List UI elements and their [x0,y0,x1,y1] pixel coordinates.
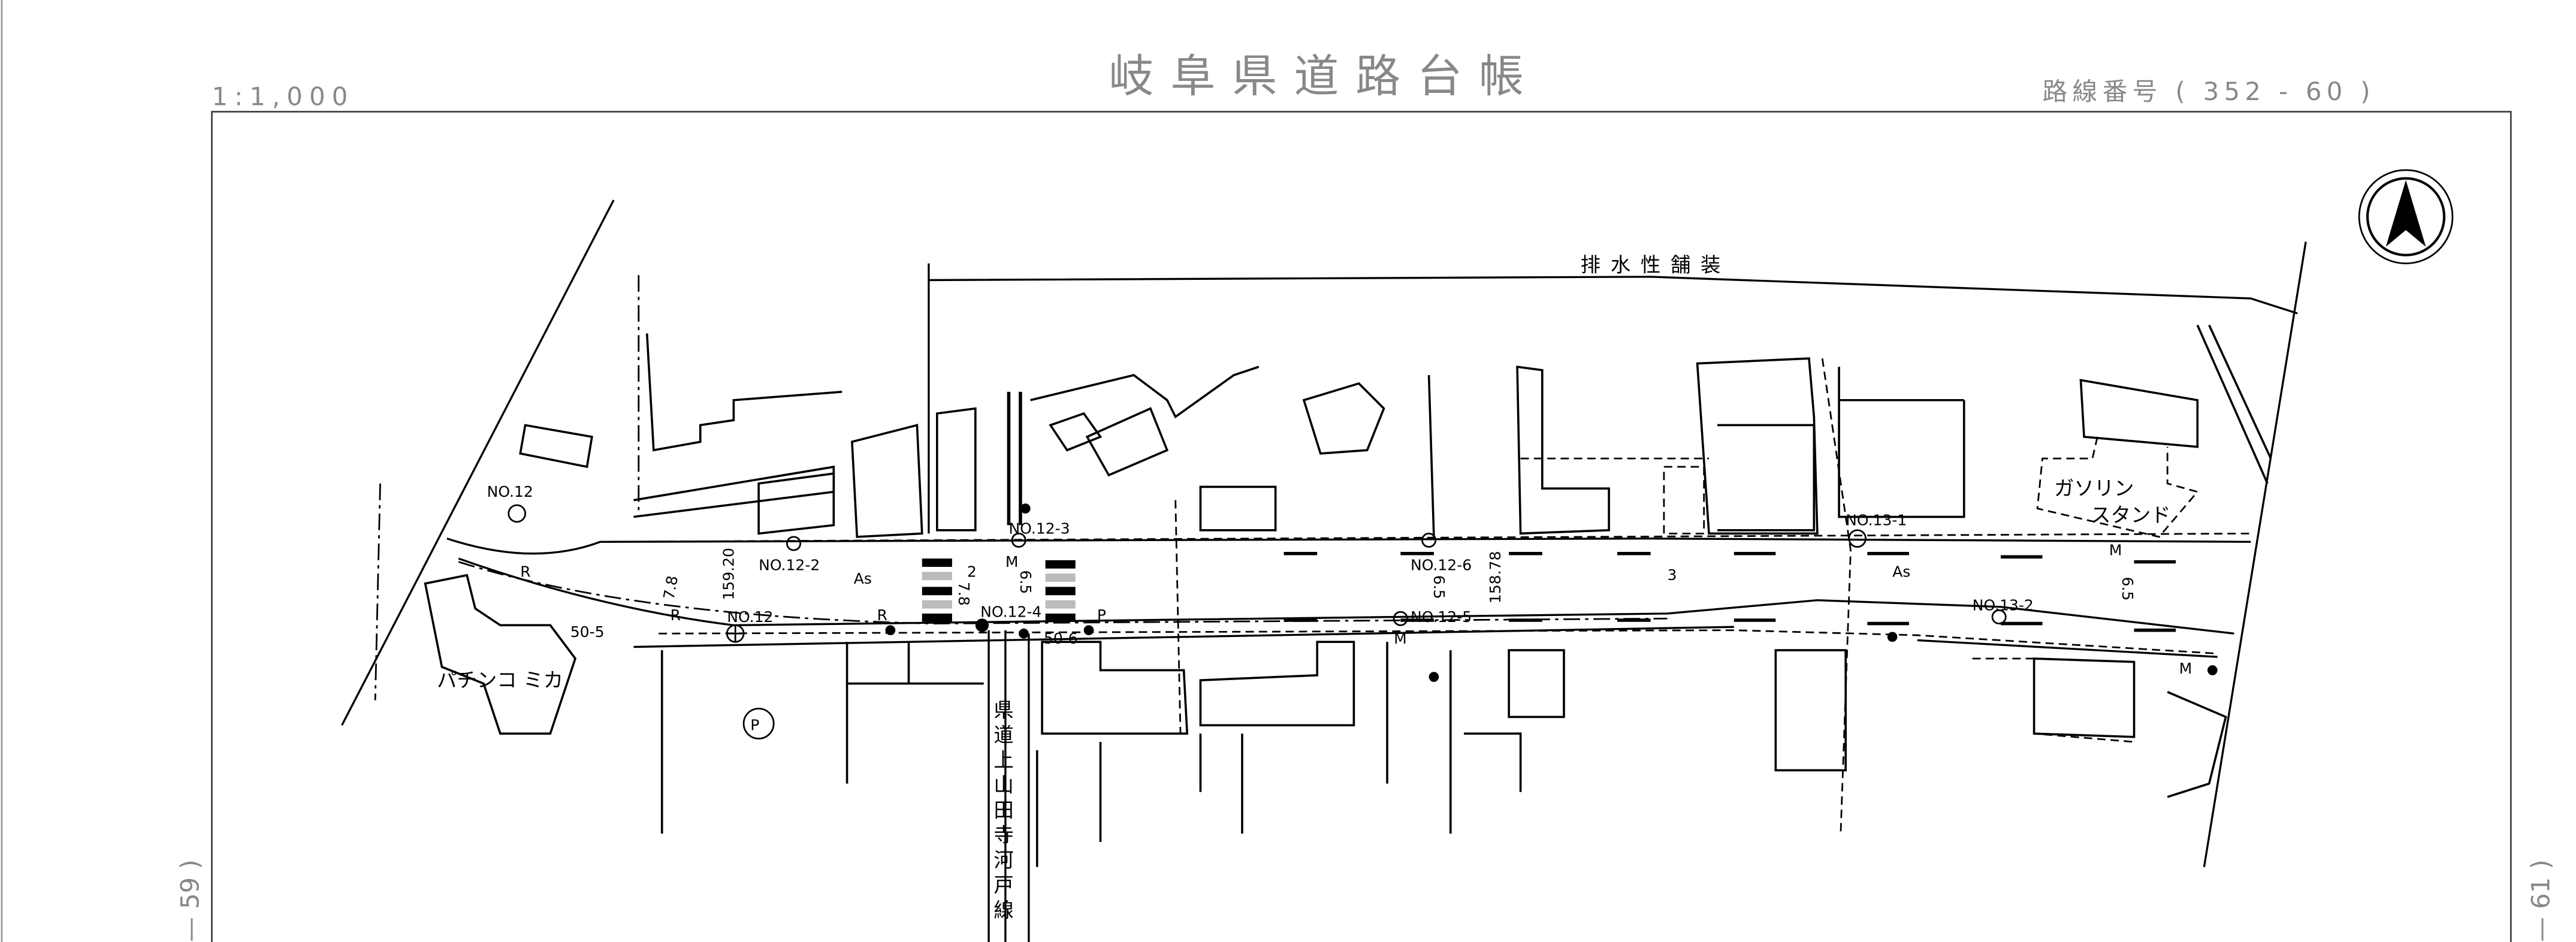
svg-text:上: 上 [993,748,1013,772]
svg-text:県: 県 [993,698,1013,721]
svg-text:戸: 戸 [993,874,1013,897]
station-no12-5: NO.12-5 [1411,608,1472,626]
width-dimension: 6.5 [1430,575,1448,599]
svg-text:田: 田 [993,798,1013,822]
station-no12-3: NO.12-3 [1008,520,1070,537]
surface-asphalt: As [1892,563,1910,581]
sheet-point-2: 2 [967,563,977,581]
route-number: 路線番号 ( 352 - 60 ) [2042,77,2375,106]
width-dimension: 6.5 [1017,570,1034,594]
page-title: 岐阜県道路台帳 [1109,50,1541,102]
retaining-wall-symbol: R [520,563,530,581]
boundary-line [341,200,615,726]
parking-symbol [742,708,775,739]
buildings-north [519,324,2272,538]
svg-text:道: 道 [993,723,1013,747]
sheet-right-label: — 61 ) [2526,859,2555,942]
manhole-symbol: M [2109,542,2122,559]
svg-text:山: 山 [993,774,1013,797]
main-road [446,532,2251,658]
pole-symbol: P [1097,606,1106,624]
elevation-dimension: 158.78 [1487,551,1504,604]
pavement-note: 排水性舗装 [1581,253,1731,277]
svg-text:河: 河 [993,849,1013,872]
station-no13-2: NO.13-2 [1973,596,2034,614]
manhole-symbol: M [1394,630,1407,647]
benchmark-50-5: 50-5 [570,623,605,641]
pachinko-label: パチンコ ミカ [437,668,563,692]
survey-markers: P [508,503,2218,739]
station-no13-1: NO.13-1 [1846,511,1907,529]
map-frame [211,111,2512,942]
benchmark-50-6: 50-6 [1044,630,1078,647]
width-dimension: 6.5 [2119,577,2136,601]
cross-road [987,358,1852,942]
svg-text:線: 線 [993,898,1013,922]
boundary-line [374,275,640,701]
elevation-dimension: 159.20 [720,548,737,600]
station-no12-2: NO.12-2 [759,557,820,574]
station-no12-4: NO.12-4 [980,603,1041,620]
manhole-symbol: M [1005,553,1019,570]
manhole-symbol: M [2179,660,2193,677]
station-no12-bottom: NO.12 [727,608,773,626]
buildings-south [424,573,2227,867]
svg-text:寺: 寺 [993,823,1013,847]
station-no12-top: NO.12 [487,483,533,500]
station-no12-6: NO.12-6 [1411,557,1472,574]
gas-station-label: ガソリン [2054,476,2134,500]
north-arrow-icon [2358,169,2454,264]
surface-asphalt: As [854,570,872,587]
width-dimension: 7.8 [955,582,973,606]
scale-label: 1:1,000 [212,81,355,111]
drainage-pavement-zone: 排水性舗装 [928,241,2307,868]
retaining-wall-symbol: R [877,606,887,624]
sheet-point-3: 3 [1667,566,1677,584]
width-dimension: 7.8 [660,574,681,600]
gas-station-label-2: スタンド [2091,503,2171,527]
retaining-wall-symbol: R [671,606,681,624]
sheet-left-label: — 59 ) [175,859,204,942]
svg-text:P: P [750,717,759,734]
crosswalk [922,558,1076,622]
cross-road-name: 県 道 上 山 田 寺 河 戸 線 [993,698,1013,922]
